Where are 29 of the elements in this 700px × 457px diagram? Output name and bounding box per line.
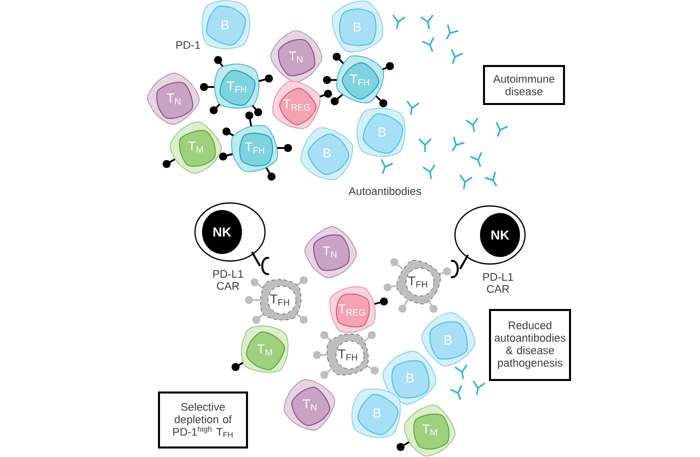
cell: B	[202, 0, 250, 50]
cell: T$_{FH}$	[200, 56, 273, 116]
cell: T$_{M}$	[162, 122, 222, 174]
cell: B	[352, 388, 401, 438]
text-box: Selective depletion of PD-1$^{high}$ T$_{FH}$	[158, 392, 248, 448]
cell: T$_{REG}$	[272, 80, 332, 129]
cell: B	[300, 127, 354, 180]
cell: B	[382, 350, 436, 405]
cell: B	[332, 0, 384, 52]
cell: T$_{REG}$	[329, 286, 388, 333]
cell: B	[421, 312, 476, 366]
text-box: Reduced autoantibodies & disease pathogenesis	[489, 309, 571, 381]
label: PD-1	[176, 41, 200, 49]
cell: T$_{M}$	[232, 326, 288, 373]
cell: T$_{N}$	[147, 72, 200, 125]
cell-label: PD-L1 CAR	[213, 270, 244, 290]
cell: T$_{N}$	[304, 226, 357, 278]
cell: T$_{FH}$	[245, 276, 308, 324]
cell: T$_{N}$	[284, 379, 336, 430]
cell: T$_{FH}$	[384, 258, 452, 313]
text-box: Autoimmune disease	[483, 65, 565, 105]
cell: T$_{FH}$	[323, 52, 394, 108]
cell: T$_{FH}$	[313, 331, 379, 379]
cell: T$_{M}$	[396, 404, 456, 456]
label: Autoantibodies	[348, 186, 421, 196]
cell-label: PD-L1 CAR	[483, 273, 514, 293]
cell: T$_{N}$	[270, 30, 322, 83]
cell: B	[356, 108, 406, 157]
cell: T$_{FH}$	[219, 112, 292, 181]
